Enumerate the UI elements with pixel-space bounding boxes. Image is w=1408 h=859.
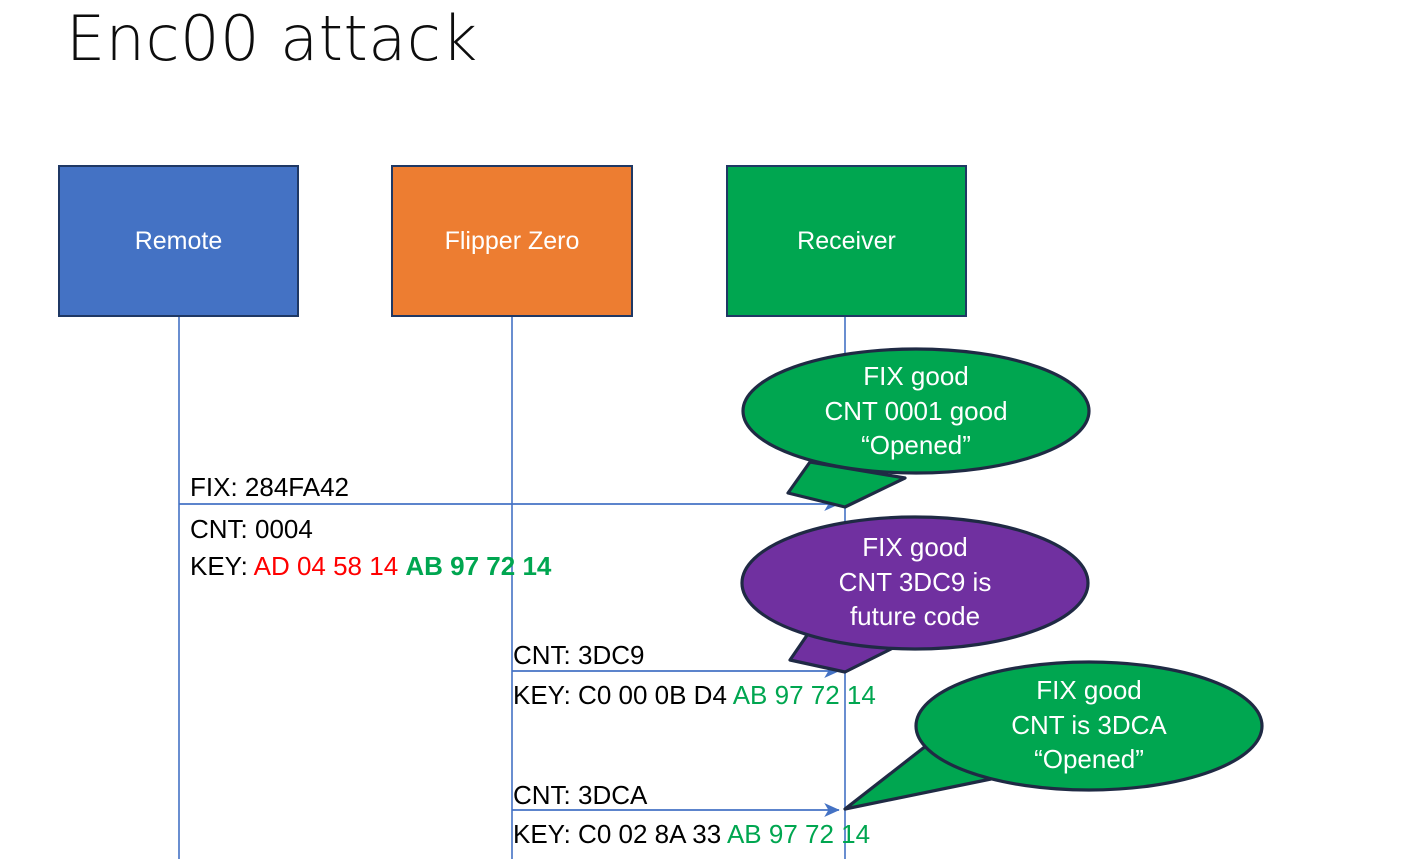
actor-box-remote[interactable]: Remote xyxy=(58,165,299,317)
msg-1-fix-label: FIX: 284FA42 xyxy=(190,472,349,502)
callout-3-shape xyxy=(843,660,1264,811)
msg-1-key-first-half: AD 04 58 14 xyxy=(253,551,406,581)
actor-label-flipper: Flipper Zero xyxy=(444,226,580,255)
actor-label-remote: Remote xyxy=(134,226,223,255)
msg-1-cnt-label: CNT: 0004 xyxy=(190,514,313,544)
msg-2-key-prefix: KEY: C0 00 0B D4 xyxy=(513,680,733,710)
msg-2-key-second-half: AB 97 72 14 xyxy=(732,680,876,710)
msg-2-key-label: KEY: C0 00 0B D4 AB 97 72 14 xyxy=(513,682,876,708)
msg-2-cnt-label: CNT: 3DC9 xyxy=(513,640,645,670)
actor-label-receiver: Receiver xyxy=(797,226,896,255)
callout-1-shape xyxy=(741,347,1091,509)
msg-1-key-label: KEY: AD 04 58 14 AB 97 72 14 xyxy=(190,553,551,579)
actor-box-receiver[interactable]: Receiver xyxy=(726,165,967,317)
msg-3-key-label: KEY: C0 02 8A 33 AB 97 72 14 xyxy=(513,821,870,847)
msg-1-key-second-half: AB 97 72 14 xyxy=(405,551,552,581)
msg-1-key-prefix: KEY: xyxy=(190,551,254,581)
callout-2-shape xyxy=(740,515,1090,674)
msg-3-cnt-label: CNT: 3DCA xyxy=(513,780,648,810)
page-title: Enc00 attack xyxy=(66,2,478,75)
msg-3-key-second-half: AB 97 72 14 xyxy=(726,819,871,849)
actor-box-flipper[interactable]: Flipper Zero xyxy=(391,165,633,317)
msg-3-key-prefix: KEY: C0 02 8A 33 xyxy=(513,819,727,849)
